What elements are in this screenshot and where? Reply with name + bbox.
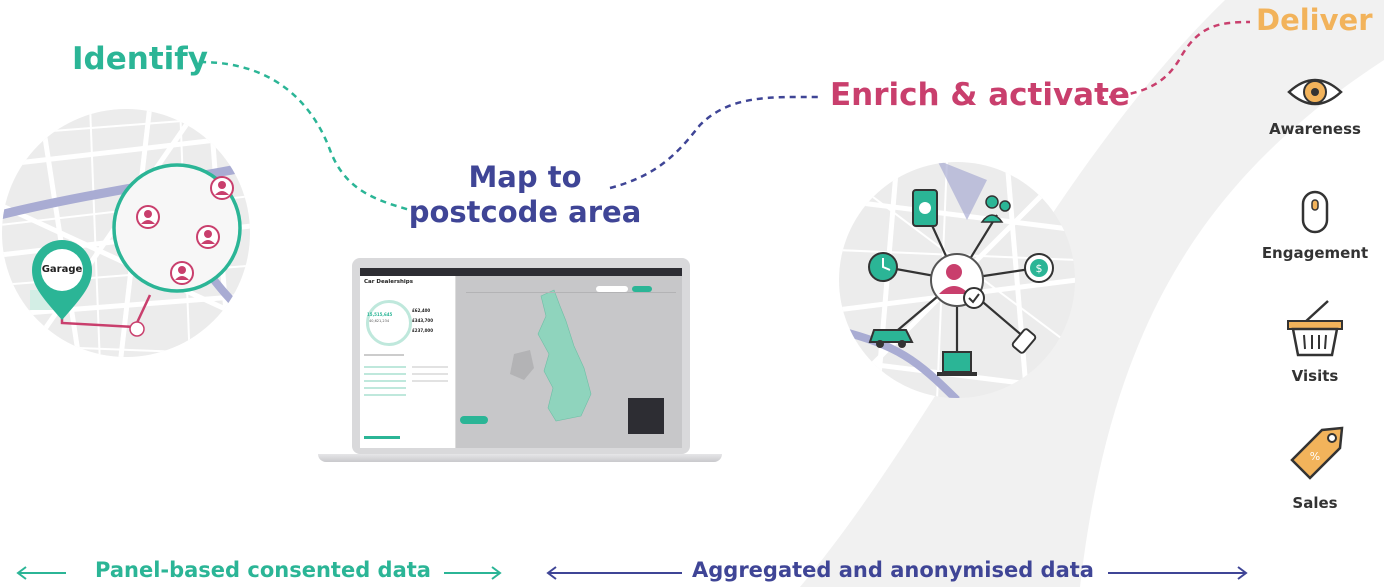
- deliver-visits: Visits: [1250, 297, 1380, 385]
- map-to-line: Map to: [468, 160, 582, 194]
- laptop-base: [318, 454, 722, 462]
- app-sidebar: Car Dealerships 15,515,645 40,621,234 £6…: [360, 276, 456, 448]
- app-map-panel: [456, 276, 682, 448]
- deliver-label-sales: Sales: [1292, 494, 1338, 512]
- deliver-awareness: Awareness: [1250, 72, 1380, 138]
- laptop-icon: [937, 351, 977, 376]
- app-progress-bar: [364, 436, 400, 439]
- identify-map-circle: [2, 109, 250, 357]
- person-markers: [136, 176, 234, 285]
- garage-pin-label: Garage: [41, 264, 83, 275]
- mouse-icon: [1301, 190, 1329, 234]
- basket-icon: [1287, 300, 1343, 357]
- central-person-icon: [930, 253, 985, 309]
- app-title: Car Dealerships: [364, 279, 413, 285]
- mobile-phone-icon: [912, 189, 938, 227]
- remote-control-icon: [1011, 328, 1037, 354]
- laptop: Car Dealerships 15,515,645 40,621,234 £6…: [318, 258, 722, 468]
- app-summary-circle: [366, 300, 412, 346]
- aggregated-data-label: Aggregated and anonymised data: [692, 558, 1094, 582]
- laptop-screen: Car Dealerships 15,515,645 40,621,234 £6…: [360, 268, 682, 448]
- deliver-title: Deliver: [1256, 3, 1373, 37]
- postcode-area-line: postcode area: [408, 195, 642, 230]
- app-stat-2: £343,700: [412, 318, 434, 323]
- enrich-activate-circle: $: [839, 162, 1075, 398]
- social-people-icon: [980, 195, 1011, 223]
- deliver-engagement: Engagement: [1250, 190, 1380, 262]
- clock-icon: [868, 252, 898, 282]
- map-to-postcode-title: Map to postcode area: [400, 160, 650, 231]
- eye-icon: [1287, 78, 1343, 106]
- enrich-activate-title: Enrich & activate: [830, 77, 1130, 113]
- deliver-label-engagement: Engagement: [1261, 244, 1369, 262]
- app-stat-1: £62,400: [412, 308, 431, 313]
- garage-pin-icon: [32, 240, 92, 320]
- app-header-bar: [360, 268, 682, 276]
- app-sub-number: 40,621,234: [369, 319, 390, 323]
- dollar-click-icon: $: [1024, 253, 1054, 283]
- price-tag-icon: %: [1290, 426, 1344, 480]
- panel-based-data-label: Panel-based consented data: [95, 558, 431, 582]
- app-stat-3: £237,000: [412, 328, 434, 333]
- deliver-label-visits: Visits: [1291, 367, 1339, 385]
- svg-text:%: %: [1310, 450, 1320, 463]
- uk-map-shape: [460, 286, 676, 434]
- svg-text:$: $: [1036, 262, 1043, 275]
- identify-title: Identify: [72, 41, 208, 77]
- car-icon: [868, 329, 914, 348]
- deliver-label-awareness: Awareness: [1269, 120, 1361, 138]
- deliver-sales: % Sales: [1250, 420, 1380, 512]
- app-big-number: 15,515,645: [367, 312, 393, 317]
